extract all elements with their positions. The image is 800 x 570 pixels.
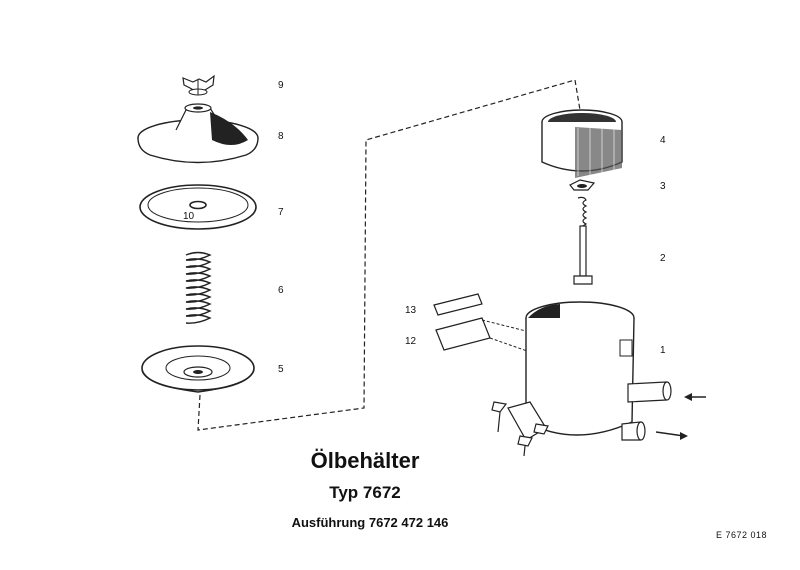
part-number-3: 3 [660,181,666,192]
spring-part [185,251,212,324]
part-number-2: 2 [660,253,666,264]
part-number-12: 12 [405,336,417,347]
flow-out-arrow [655,431,688,440]
part-number-10: 10 [183,211,195,222]
diagram-title: Ölbehälter [310,448,420,473]
assembly-connector-line [197,79,581,431]
gasket-ring-part [139,184,257,230]
oil-container-part [491,301,672,457]
filter-cartridge-part [541,109,623,178]
part-number-6: 6 [278,285,284,296]
seal-part [569,179,596,191]
plate-13-part [433,293,483,316]
part-number-8: 8 [278,131,284,142]
cover-lid-part [137,103,259,164]
part-number-4: 4 [660,135,666,146]
part-number-5: 5 [278,364,284,375]
part-number-7: 7 [278,207,284,218]
wing-nut-part [182,74,215,96]
drawing-reference: E 7672 018 [716,530,768,540]
flow-in-arrow [684,393,706,401]
part-number-13: 13 [405,305,417,316]
base-plate-part [141,345,255,393]
plate-12-part [435,317,531,353]
diagram-type: Typ 7672 [329,483,401,502]
part-number-9: 9 [278,80,284,91]
bolt-part [573,196,593,285]
diagram-version: Ausführung 7672 472 146 [291,515,449,530]
part-number-1: 1 [660,345,666,356]
